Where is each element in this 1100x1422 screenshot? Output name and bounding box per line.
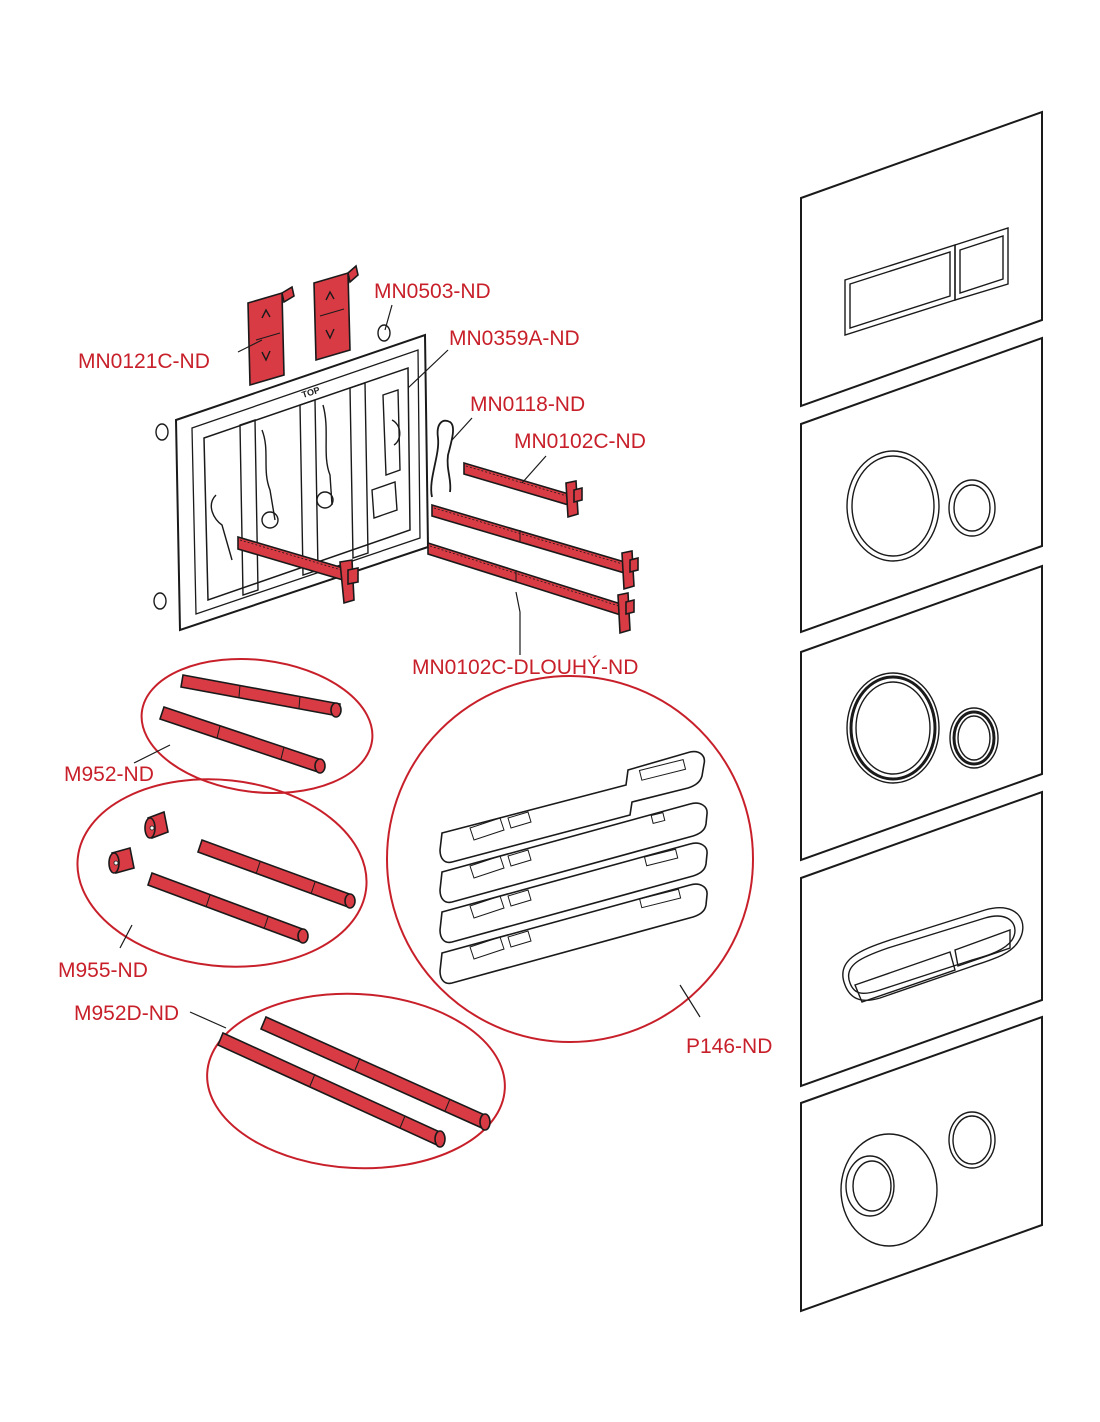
label-m955: M955-ND	[58, 959, 148, 982]
m952-rod-lower	[158, 705, 326, 774]
p146-template-1	[439, 750, 706, 864]
m955-nut-lower	[108, 846, 135, 875]
mn0503-clip	[313, 264, 359, 362]
flush-plates-column	[800, 110, 1043, 1313]
label-p146: P146-ND	[686, 1035, 772, 1058]
leader-lines	[119, 304, 701, 1029]
m952d-rod-upper	[259, 1015, 491, 1131]
label-mn0503: MN0503-ND	[374, 280, 491, 303]
label-mn0121c: MN0121C-ND	[78, 350, 210, 373]
mn0118-wire-spring	[430, 419, 454, 498]
part-labels: MN0503-ND MN0121C-ND MN0359A-ND MN0118-N…	[58, 280, 772, 1058]
p146-template-4	[439, 883, 708, 985]
label-mn0102c: MN0102C-ND	[514, 430, 646, 453]
m955-rod-upper	[196, 838, 356, 909]
mn0121c-clip	[247, 285, 295, 387]
m955-group-outline	[76, 778, 368, 968]
label-m952d: M952D-ND	[74, 1002, 179, 1025]
label-mn0102c-long: MN0102C-DLOUHÝ-ND	[412, 656, 638, 679]
mn0102c-long-rack-lower	[427, 541, 635, 635]
flush-plate-round-single	[800, 1015, 1043, 1313]
p146-template-stack	[439, 750, 708, 985]
p146-group-outline	[386, 675, 754, 1043]
label-m952: M952-ND	[64, 763, 154, 786]
m952d-rod-lower	[216, 1031, 446, 1148]
m955-nut-upper	[144, 810, 169, 840]
flush-plate-rectangular	[800, 110, 1043, 408]
flush-plate-round-rimmed	[800, 564, 1043, 862]
m955-rod-lower	[146, 871, 309, 944]
flush-plate-round-dual	[800, 336, 1043, 634]
mn0102c-long-rack-upper	[431, 503, 639, 591]
rack-in-frame	[237, 535, 359, 605]
flush-plate-oval-rocker	[800, 790, 1043, 1088]
m952d-group-outline	[206, 992, 506, 1170]
p146-template-2	[439, 802, 708, 904]
mn0102c-rack-short	[463, 461, 583, 519]
p146-template-3	[439, 842, 708, 944]
m952-group-outline	[140, 657, 374, 795]
label-mn0118: MN0118-ND	[470, 393, 585, 416]
label-mn0359a: MN0359A-ND	[449, 327, 580, 350]
m952-rod-upper	[180, 674, 342, 718]
